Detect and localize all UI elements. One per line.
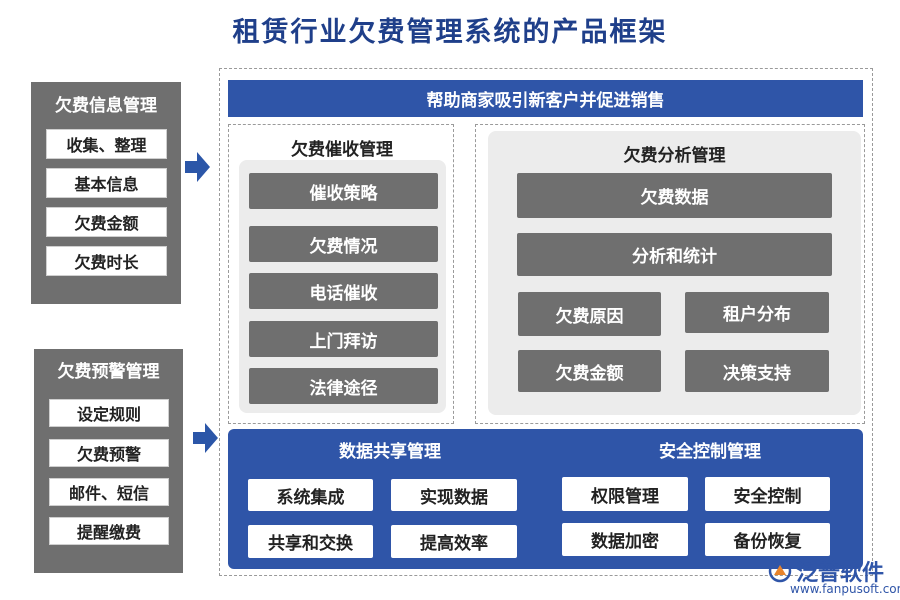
logo-url: www.fanpusoft.com	[790, 582, 900, 596]
analysis-item-wide: 欠费数据	[517, 173, 832, 218]
panel-title: 欠费预警管理	[57, 362, 160, 382]
analysis-item: 欠费原因	[518, 292, 661, 336]
panel-item: 邮件、短信	[49, 478, 169, 506]
sharing-item: 提高效率	[391, 525, 517, 558]
security-item: 安全控制	[705, 477, 830, 511]
sharing-item: 实现数据	[391, 479, 517, 511]
logo-name: 泛普软件	[796, 561, 885, 586]
panel-item: 提醒缴费	[49, 517, 169, 545]
security-item: 备份恢复	[705, 523, 830, 556]
security-item: 数据加密	[562, 523, 688, 556]
main-framework-container	[219, 68, 873, 576]
security-item: 权限管理	[562, 477, 688, 511]
panel-item: 欠费预警	[49, 439, 169, 467]
panel-title: 欠费催收管理	[291, 140, 393, 160]
analysis-item: 决策支持	[685, 350, 829, 392]
collection-item: 上门拜访	[249, 321, 438, 357]
panel-title: 欠费信息管理	[55, 96, 157, 116]
arrears-warning-panel: 欠费预警管理 设定规则 欠费预警 邮件、短信 提醒缴费	[34, 349, 183, 573]
panel-item: 欠费时长	[46, 246, 167, 276]
collection-item: 电话催收	[249, 273, 438, 309]
collection-item: 法律途径	[249, 368, 438, 404]
company-logo: 泛普软件 www.fanpusoft.com	[766, 555, 900, 599]
data-sharing-title: 数据共享管理	[339, 442, 441, 462]
analysis-item: 租户分布	[685, 292, 829, 333]
panel-item: 收集、整理	[46, 129, 167, 159]
goal-banner: 帮助商家吸引新客户并促进销售	[228, 80, 863, 117]
page-title: 租赁行业欠费管理系统的产品框架	[232, 17, 668, 48]
logo-icon	[768, 559, 792, 583]
analysis-item: 欠费金额	[518, 350, 661, 392]
panel-item: 设定规则	[49, 399, 169, 427]
analysis-item-wide: 分析和统计	[517, 233, 832, 276]
sharing-item: 共享和交换	[248, 525, 373, 558]
collection-item: 欠费情况	[249, 226, 438, 262]
panel-item: 欠费金额	[46, 207, 167, 237]
panel-title: 欠费分析管理	[623, 146, 726, 166]
right-arrow-icon	[193, 423, 218, 453]
right-arrow-icon	[185, 152, 210, 182]
sharing-item: 系统集成	[248, 479, 373, 511]
arrears-info-panel: 欠费信息管理 收集、整理 基本信息 欠费金额 欠费时长	[31, 82, 181, 304]
panel-item: 基本信息	[46, 168, 167, 198]
collection-management-panel: 欠费催收管理 催收策略 欠费情况 电话催收 上门拜访 法律途径	[228, 124, 454, 424]
security-control-title: 安全控制管理	[659, 442, 761, 462]
collection-item: 催收策略	[249, 173, 438, 209]
